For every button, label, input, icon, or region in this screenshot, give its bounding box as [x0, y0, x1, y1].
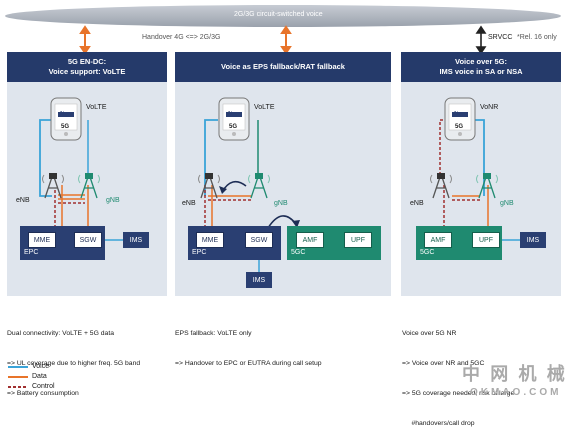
amf-node: AMF [424, 232, 452, 248]
ims-node: IMS [246, 272, 272, 288]
panel2-links [204, 119, 300, 272]
handover-label: Handover 4G <=> 2G/3G [142, 34, 221, 41]
phone-5g-label: 5G [229, 124, 238, 130]
sgw-node: SGW [74, 232, 102, 248]
gnb-antenna-icon [248, 173, 270, 199]
sgw-node: SGW [245, 232, 273, 248]
amf-node: AMF [296, 232, 324, 248]
panel-vonr-title: Voice over 5G: IMS voice in SA or NSA [401, 52, 561, 82]
mme-node: MME [196, 232, 224, 248]
enb-antenna-icon [42, 173, 64, 199]
gnb-antenna-icon [78, 173, 100, 199]
handover-arrow-left [79, 25, 91, 55]
5gc-label: 5GC [420, 249, 435, 256]
handover-arrow-right [280, 25, 292, 55]
enb-antenna-icon [198, 173, 220, 199]
phone-5g-label: 5G [455, 124, 464, 130]
enb-label: eNB [410, 200, 424, 207]
desc-line: => Battery consumption [7, 390, 79, 397]
epc-label: EPC [24, 249, 39, 256]
phone-service-label: VoLTE [254, 104, 275, 111]
phone-icon [50, 97, 82, 141]
gnb-label: gNB [274, 200, 288, 207]
panel-eps-fallback-description: EPS fallback: VoLTE only => Handover to … [175, 309, 322, 379]
srvcc-label: SRVCC [488, 34, 513, 41]
legend-voice-label: Voice [32, 363, 50, 370]
panel-en-dc-title-line1: 5G EN-DC: [67, 57, 107, 66]
panel-en-dc-description: Dual connectivity: VoLTE + 5G data => UL… [7, 309, 140, 409]
upf-node: UPF [472, 232, 500, 248]
rel16-note: *Rel. 16 only [517, 34, 557, 41]
desc-line: Voice over 5G NR [402, 330, 457, 337]
enb-label: eNB [16, 197, 30, 204]
upf-node: UPF [344, 232, 372, 248]
panel-en-dc-title: 5G EN-DC: Voice support: VoLTE [7, 52, 167, 82]
phone-lte-label: lte [228, 110, 238, 119]
enb-label: eNB [182, 200, 196, 207]
phone-service-label: VoNR [480, 104, 499, 111]
panel3-links [439, 119, 520, 241]
desc-line: => Voice over NR and 5GC [402, 360, 485, 367]
legend-data-label: Data [32, 373, 47, 380]
5gc-label: 5GC [291, 249, 306, 256]
mme-node: MME [28, 232, 56, 248]
phone-service-label: VoLTE [86, 104, 107, 111]
circuit-switched-bar [5, 5, 561, 27]
gnb-antenna-icon [476, 173, 498, 199]
panel-eps-fallback-title-line1: Voice as EPS fallback/RAT fallback [221, 62, 345, 71]
panel-eps-fallback-title: Voice as EPS fallback/RAT fallback [175, 52, 391, 82]
panel-vonr-title-line1: Voice over 5G: [455, 57, 507, 66]
panel-vonr-title-line2: IMS voice in SA or NSA [439, 67, 523, 76]
desc-line: => Handover to EPC or EUTRA during call … [175, 360, 322, 367]
desc-line: #handovers/call drop [402, 420, 475, 427]
watermark-en: OKMAO.COM [470, 387, 562, 398]
desc-line: EPS fallback: VoLTE only [175, 330, 252, 337]
phone-icon [444, 97, 476, 141]
phone-lte-label: lte [60, 110, 70, 119]
desc-line: => 5G coverage needed, risk of large [402, 390, 515, 397]
watermark-cn: 中 网 机 械 [462, 364, 567, 385]
phone-5g-label: 5G [61, 124, 70, 130]
circuit-switched-label: 2G/3G circuit-switched voice [234, 11, 323, 18]
srvcc-arrow [475, 25, 487, 55]
epc-label: EPC [192, 249, 207, 256]
gnb-label: gNB [500, 200, 514, 207]
phone-lte-label: lte [454, 110, 464, 119]
panel-en-dc-title-line2: Voice support: VoLTE [48, 67, 126, 76]
ims-node: IMS [520, 232, 546, 248]
ims-node: IMS [123, 232, 149, 248]
gnb-label: gNB [106, 197, 120, 204]
phone-icon [218, 97, 250, 141]
enb-antenna-icon [430, 173, 452, 199]
desc-line: => UL coverage due to higher freq. 5G ba… [7, 360, 141, 367]
desc-line: Dual connectivity: VoLTE + 5G data [7, 330, 114, 337]
legend-control-label: Control [32, 383, 55, 390]
